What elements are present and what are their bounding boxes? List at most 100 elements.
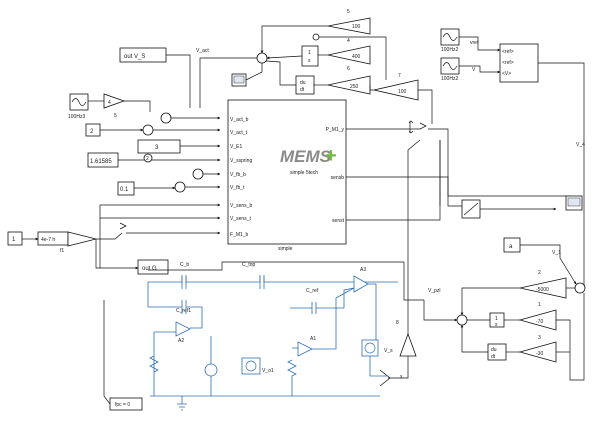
top-sum-small[interactable] bbox=[312, 33, 320, 41]
sine-2-label: 100Hz2 bbox=[441, 76, 458, 82]
v-s-label: V_s bbox=[384, 348, 393, 354]
opamp-a1[interactable] bbox=[297, 341, 313, 357]
top-integrator-num: 1 bbox=[308, 50, 311, 56]
voltage-sensor-vs[interactable] bbox=[361, 339, 379, 357]
manual-switch-right[interactable] bbox=[419, 122, 427, 130]
gain-block-5[interactable] bbox=[327, 17, 371, 35]
c-ref1-wire bbox=[147, 282, 203, 329]
sine-icon-1 bbox=[71, 98, 87, 106]
rb-derivative-den: dt bbox=[491, 354, 496, 360]
opamp-a2[interactable] bbox=[175, 321, 191, 337]
top-sum-block[interactable] bbox=[256, 52, 268, 64]
gain-block-7[interactable] bbox=[373, 79, 419, 101]
top-derivative-num: du bbox=[300, 80, 306, 86]
const-block-2b[interactable] bbox=[143, 153, 153, 163]
sum-block-3[interactable] bbox=[192, 168, 204, 180]
c-ref-label: C_ref bbox=[306, 288, 319, 294]
sine-1-label: 100Hz2 bbox=[441, 47, 458, 53]
fpc-label: fpc = 0 bbox=[115, 402, 130, 408]
mems-port-in-1: V_act_b bbox=[230, 117, 249, 123]
voltage-sensor-vo1[interactable] bbox=[241, 357, 261, 375]
mems-subsystem-block[interactable] bbox=[227, 99, 347, 245]
const-a-value: a bbox=[509, 244, 513, 250]
mems-port-in-5: V_fb_b bbox=[230, 172, 246, 178]
out-vs-label: out V_S bbox=[124, 54, 145, 60]
gain-7-label: 7 bbox=[398, 73, 401, 79]
const-block-0-1[interactable] bbox=[117, 181, 135, 196]
sine-icon-3 bbox=[442, 62, 458, 70]
left-input-section: out V_S V_act 100Hz3 4 5 2 3 1.61585 2 0… bbox=[7, 47, 221, 275]
right-sum-block[interactable] bbox=[574, 282, 586, 294]
v-act-label: V_act bbox=[196, 48, 209, 54]
vo1-icon bbox=[245, 360, 257, 372]
top-feedback-loop: 100 5 400 4 6 250 1 s du dt 100 7 bbox=[199, 9, 433, 124]
mems-port-out-3: senst bbox=[332, 218, 345, 224]
x-output-port[interactable] bbox=[379, 369, 391, 387]
v-pzl-label: V_pzl bbox=[428, 288, 441, 294]
gain-70-value: -70 bbox=[536, 319, 543, 325]
mems-port-in-3: V_E1 bbox=[230, 144, 242, 150]
rb-integrator-num: 1 bbox=[495, 316, 498, 322]
out-g-label: out G bbox=[142, 266, 157, 272]
gain-4e-7-value: 4e-7 h bbox=[41, 237, 55, 243]
mems-port-out-2: sensb bbox=[331, 175, 345, 181]
gain-block-4[interactable] bbox=[327, 45, 371, 65]
gain-4-left-label: 5 bbox=[114, 113, 117, 119]
const-block-3[interactable] bbox=[137, 139, 181, 154]
c-ref-wire bbox=[290, 287, 355, 309]
current-source[interactable] bbox=[204, 363, 218, 377]
a2-label: A2 bbox=[178, 338, 184, 344]
sine-icon-2 bbox=[442, 33, 458, 41]
manual-switch-left[interactable] bbox=[119, 222, 127, 230]
sum-block-1[interactable] bbox=[160, 112, 172, 124]
const-block-1[interactable] bbox=[7, 231, 23, 246]
gain-block-4-left[interactable] bbox=[103, 93, 126, 109]
gain-5-label: 5 bbox=[347, 9, 350, 15]
opamp-a3[interactable] bbox=[353, 275, 369, 293]
rb-sum-block[interactable] bbox=[456, 314, 468, 326]
v-o1-label: V_o1 bbox=[262, 368, 274, 374]
scope-mux-block[interactable] bbox=[499, 43, 539, 83]
right-top-section: 100Hz2 vref 100Hz2 V <ref> <ref> <V> V_4 bbox=[408, 28, 585, 290]
gain-4-value: 400 bbox=[352, 54, 361, 60]
mux-input-1: <ref> bbox=[502, 49, 514, 55]
mems-logo-text: MEMS bbox=[280, 147, 332, 166]
sine-100hz3-label: 100Hz3 bbox=[68, 114, 85, 120]
switch-arrows-icon bbox=[408, 120, 414, 134]
const-0-1-value: 0.1 bbox=[120, 187, 129, 193]
mems-port-out-1: P_M1_y bbox=[326, 127, 345, 133]
a3-output-wire bbox=[368, 283, 388, 377]
gain-5000-value: -5000 bbox=[536, 287, 549, 293]
resistor-right bbox=[287, 347, 298, 396]
rb-derivative-num: du bbox=[491, 347, 497, 353]
sum-block-2[interactable] bbox=[142, 124, 154, 136]
gain-8-label: 8 bbox=[396, 320, 399, 326]
resistor-left bbox=[149, 331, 176, 396]
capacitor-c-top bbox=[259, 275, 265, 289]
right-bottom-section: a V_1 -5000 2 -70 1 -30 3 1 s du dt 8 V_… bbox=[379, 139, 586, 387]
v1-label: V_1 bbox=[552, 250, 561, 256]
top-derivative-den: dt bbox=[300, 87, 305, 93]
gain-triangle-f1[interactable] bbox=[67, 231, 97, 247]
mems-subsystem-label: simple bbox=[278, 246, 293, 252]
mems-port-in-2: V_act_t bbox=[230, 130, 248, 136]
circuit-section: C_b C_top A3 C_ref C_ref1 A2 A1 V_o1 V_s bbox=[103, 261, 404, 411]
mems-port-in-4: V_sspring bbox=[230, 158, 252, 164]
gain-5000-label: 2 bbox=[538, 270, 541, 276]
capacitor-c-b bbox=[181, 275, 187, 289]
mems-port-in-8: V_sens_t bbox=[230, 216, 251, 222]
sum-block-4[interactable] bbox=[174, 181, 186, 193]
gain-block-8[interactable] bbox=[399, 332, 417, 357]
gain-4e-7-label: f1 bbox=[60, 248, 64, 254]
mems-title: simple 5tech bbox=[290, 170, 318, 176]
gain-4-left-value: 4 bbox=[108, 100, 111, 106]
gain-7-value: 100 bbox=[398, 89, 407, 95]
gain-70-label: 1 bbox=[538, 302, 541, 308]
mems-port-in-7: V_sens_b bbox=[230, 203, 252, 209]
vref-label: vref bbox=[470, 40, 479, 46]
mems-logo-plus: + bbox=[325, 145, 337, 167]
mems-subsystem[interactable]: V_act_b V_act_t V_E1 V_sspring V_fb_b V_… bbox=[227, 99, 471, 252]
gain-block-250[interactable] bbox=[327, 75, 371, 95]
